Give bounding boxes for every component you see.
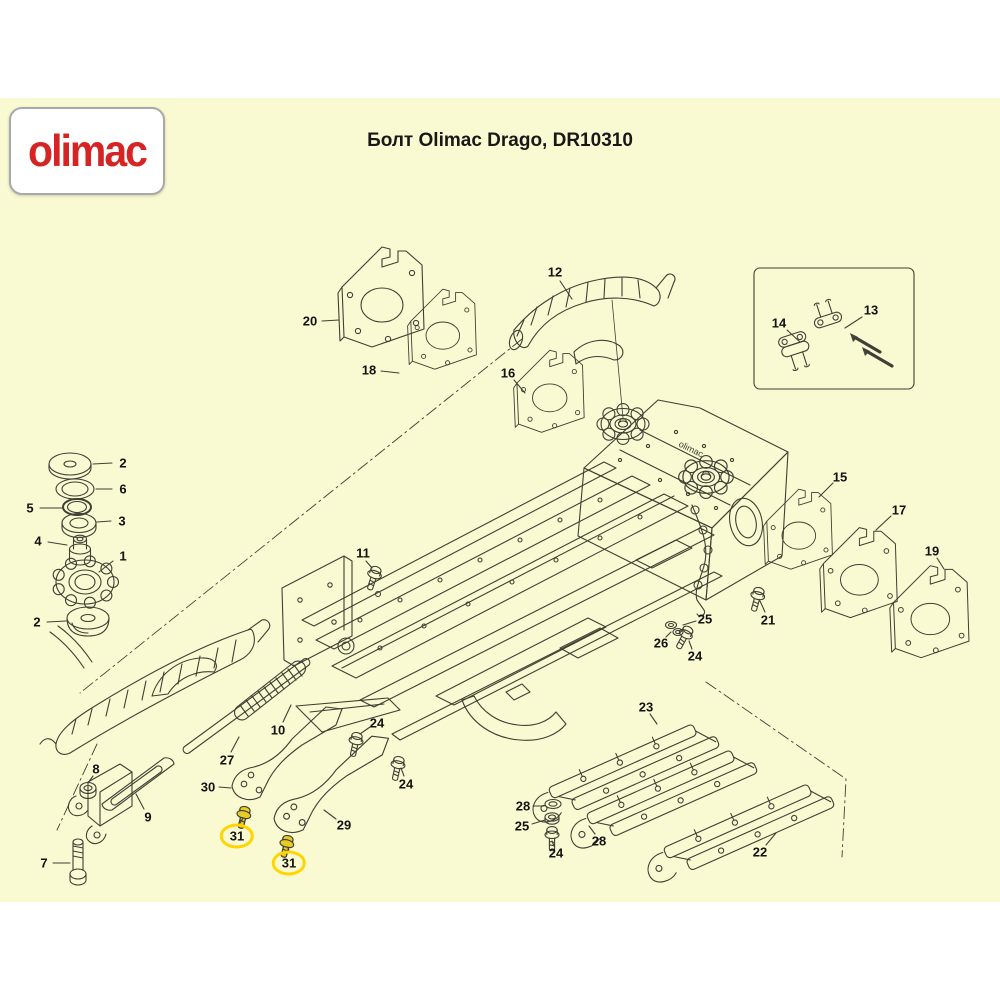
diagram-canvas — [0, 98, 1000, 902]
bracket-15 — [763, 488, 833, 570]
main-frame — [281, 461, 723, 741]
hub-parts-column — [48, 452, 97, 566]
adjuster-assembly — [67, 757, 175, 886]
arm-30 — [231, 706, 343, 801]
bracket-18 — [407, 288, 477, 370]
leader-lines — [39, 280, 945, 864]
fasteners — [345, 564, 768, 852]
plate-23 — [524, 713, 721, 828]
drive-chain — [39, 619, 271, 755]
bolt-31-a — [233, 804, 254, 831]
olimac-logo-text: olimac — [28, 125, 148, 176]
spring-10 — [234, 660, 306, 721]
bracket-17 — [819, 527, 898, 619]
sprocket-1 — [52, 555, 120, 609]
idler-hub-2 — [678, 455, 734, 499]
idler-hub-1 — [596, 403, 650, 445]
rod-27 — [182, 658, 311, 754]
olimac-logo: olimac — [9, 107, 165, 195]
centerlines — [56, 338, 847, 858]
chain-12 — [508, 273, 676, 419]
engraving: olimac — [677, 439, 705, 460]
bolt-31-b — [276, 833, 297, 860]
plate-28 — [562, 739, 759, 854]
chain-link-box — [753, 267, 915, 390]
arm-29 — [273, 735, 390, 834]
page-title: Болт Olimac Drago, DR10310 — [367, 130, 633, 151]
bracket-19 — [889, 565, 970, 659]
cup-2 — [66, 606, 110, 637]
